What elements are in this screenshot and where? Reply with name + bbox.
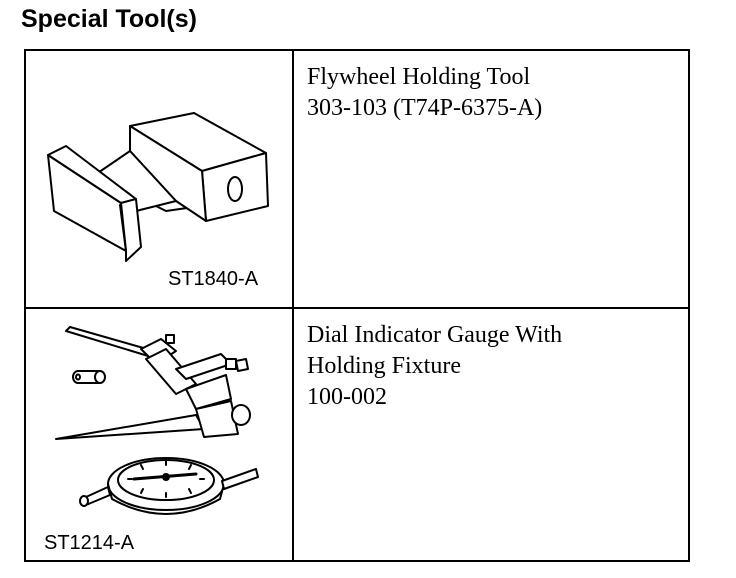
tool-name: Dial Indicator Gauge With <box>307 322 563 348</box>
tool-row: ST1214-A Dial Indicator Gauge With Holdi… <box>26 309 688 560</box>
tool-description-cell: Flywheel Holding Tool 303-103 (T74P-6375… <box>294 51 688 307</box>
tool-row: ST1840-A Flywheel Holding Tool 303-103 (… <box>26 51 688 309</box>
tool-description-cell: Dial Indicator Gauge With Holding Fixtur… <box>294 309 688 560</box>
special-tools-table: ST1840-A Flywheel Holding Tool 303-103 (… <box>24 49 690 562</box>
illustration-ref-code: ST1840-A <box>168 268 259 290</box>
tool-number: 303-103 (T74P-6375-A) <box>307 95 543 121</box>
tool-illustration-cell: ST1214-A <box>26 309 294 560</box>
tool-number: 100-002 <box>307 384 387 410</box>
flywheel-holding-tool-icon <box>47 112 269 262</box>
tool-name: Flywheel Holding Tool <box>307 64 531 90</box>
tool-illustration-cell: ST1840-A <box>26 51 294 307</box>
illustration-ref-code: ST1214-A <box>44 532 135 554</box>
dial-indicator-gauge-icon <box>55 326 259 515</box>
tool-name-continued: Holding Fixture <box>307 353 461 379</box>
page-title: Special Tool(s) <box>21 5 197 33</box>
